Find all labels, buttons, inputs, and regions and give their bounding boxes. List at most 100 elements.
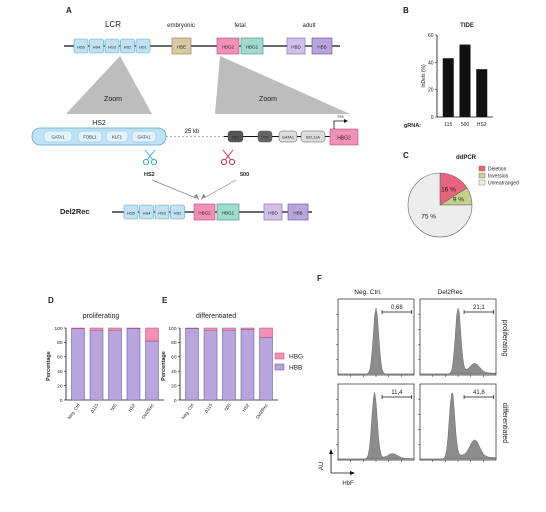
panel-label-d: D bbox=[48, 296, 54, 305]
hbg2-box bbox=[216, 37, 240, 55]
pie-slice-label-unrearranged: 75 % bbox=[421, 213, 436, 220]
del2rec-hbd-box bbox=[263, 203, 283, 221]
legend-swatch-unrearranged bbox=[478, 179, 486, 186]
promoter-motif-label-2: GATA1 bbox=[282, 135, 294, 139]
prolif-x-tick-label: Del2Rec bbox=[141, 402, 155, 420]
promoter-hbg2-label: HBG2 bbox=[337, 136, 351, 142]
tide-x-tick-label: HS2 bbox=[477, 122, 487, 128]
lcr-label-hs2: HS2 bbox=[124, 44, 133, 49]
legend-swatch-deletion bbox=[478, 165, 486, 172]
del2rec-hbg1-box bbox=[216, 203, 240, 221]
legend-hbb-swatch bbox=[274, 363, 285, 371]
del2rec-hbg1-label: HBG1 bbox=[222, 211, 235, 216]
tide-y-tick-label: 20 bbox=[428, 88, 434, 94]
legend-hbb-label: HBB bbox=[289, 365, 302, 372]
lcr-label-hs3: HS3 bbox=[108, 44, 117, 49]
lcr-box-hs2 bbox=[120, 38, 135, 54]
diff-bar-hbb-4 bbox=[259, 337, 273, 401]
panel-c-title: ddPCR bbox=[456, 155, 477, 161]
panel-c: C ddPCR 16 %9 %75 % DeletionInversionUnr… bbox=[403, 151, 519, 238]
legend-label-inversion: Inversion bbox=[488, 174, 509, 180]
tss-arrow bbox=[333, 120, 344, 129]
scissors-icon-hs2 bbox=[142, 149, 158, 166]
prolif-x-tick-label: Δ115 bbox=[89, 402, 99, 414]
flow-histogram-0 bbox=[338, 307, 414, 375]
lcr-label-hs1: HS1 bbox=[139, 44, 148, 49]
diff-x-tick-label: 500 bbox=[223, 402, 232, 411]
fetal-label: fetal bbox=[234, 23, 245, 29]
del2rec-label: Del2Rec bbox=[60, 207, 90, 216]
panel-label-f: F bbox=[317, 274, 322, 283]
au-axis-label: AU bbox=[319, 462, 325, 470]
tide-bar-500 bbox=[459, 44, 471, 117]
tss-label: TSS bbox=[337, 115, 344, 119]
prolif-bar-hbb-3 bbox=[126, 328, 141, 401]
flow-col-label-negctrl: Neg. Ctrl. bbox=[354, 289, 382, 296]
prolif-y-tick-label: 20 bbox=[57, 383, 63, 389]
diff-y-tick-label: 100 bbox=[168, 326, 176, 332]
diff-bar-hbb-3 bbox=[240, 329, 255, 401]
hbf-arrowhead bbox=[350, 471, 355, 475]
diff-bar-hbg-1 bbox=[203, 327, 218, 331]
cut-site-500-label: 500 bbox=[240, 172, 249, 178]
promoter-motif-label-0: NF1 bbox=[232, 135, 239, 139]
flow-gate-value-2: 11,4 bbox=[391, 390, 403, 396]
prolif-x-tick-label: HS2 bbox=[127, 402, 136, 412]
pie-slice-label-deletion: 16 % bbox=[441, 187, 456, 194]
hs2-motif-label-3: GATA1 bbox=[137, 135, 151, 140]
hbe-label: HBE bbox=[177, 45, 186, 50]
distance-label: 25 kb bbox=[185, 129, 200, 135]
hbe-box bbox=[171, 37, 192, 55]
cut-site-hs2-label: HS2 bbox=[144, 172, 155, 178]
prolif-bar-hbg-0 bbox=[71, 327, 85, 329]
del2rec-hbg2-label: HBG2 bbox=[198, 211, 211, 216]
hs2-zoom-title: HS2 bbox=[92, 120, 106, 127]
panel-label-c: C bbox=[403, 151, 409, 160]
panel-label-b: B bbox=[403, 6, 409, 15]
prolif-y-tick-label: 100 bbox=[54, 326, 62, 332]
del2rec-lcr-box-hs2 bbox=[170, 204, 185, 220]
panel-b-xlabel-prefix: gRNA: bbox=[404, 123, 421, 129]
tide-x-tick-label: 115 bbox=[444, 122, 452, 128]
panel-e-ylabel: Percentage bbox=[161, 351, 167, 381]
zoom-triangle-left bbox=[66, 56, 152, 114]
prolif-bar-hbb-1 bbox=[89, 329, 104, 401]
del2rec-hbb-label: HBB bbox=[293, 211, 302, 216]
flow-gate-value-1: 21,1 bbox=[473, 305, 485, 311]
hbg1-box bbox=[240, 37, 264, 55]
hbb-box bbox=[311, 37, 333, 55]
panel-e: E differentiated Percentage 020406080100… bbox=[161, 296, 278, 420]
flow-row-label-proliferating: proliferating bbox=[501, 320, 508, 357]
ddpcr-pie-chart: 16 %9 %75 % bbox=[407, 172, 473, 238]
del2rec-lcr-box-hs3 bbox=[154, 204, 170, 220]
hbf-axis-label: HbF bbox=[342, 481, 354, 487]
diff-y-tick-label: 0 bbox=[174, 398, 177, 404]
legend-hbg-swatch bbox=[274, 352, 285, 360]
diff-x-tick-label: Δ115 bbox=[203, 402, 213, 414]
flow-row-label-differentiated: differentiated bbox=[501, 403, 508, 443]
del2rec-hbd-label: HBD bbox=[268, 211, 278, 216]
zoom-label-left: Zoom bbox=[104, 96, 122, 103]
legend-label-deletion: Deletion bbox=[488, 167, 507, 173]
del2rec-lcr-label-hs5: HS5 bbox=[127, 210, 136, 215]
lcr-label-hs4: HS4 bbox=[93, 44, 102, 49]
hbg1-label: HBG1 bbox=[246, 45, 259, 50]
zoom-label-right: Zoom bbox=[259, 96, 277, 103]
del2rec-hbg2-box bbox=[193, 203, 216, 221]
diff-y-tick-label: 40 bbox=[171, 369, 177, 375]
del2rec-lcr-label-hs3: HS3 bbox=[158, 210, 167, 215]
tide-y-tick-label: 60 bbox=[428, 33, 434, 39]
panel-b-title: TIDE bbox=[460, 23, 474, 29]
tss-arrowhead bbox=[344, 119, 348, 123]
prolif-bar-hbg-1 bbox=[89, 327, 104, 331]
lcr-label: LCR bbox=[105, 20, 121, 29]
tide-bar-hs2 bbox=[476, 69, 488, 117]
panel-label-a: A bbox=[66, 6, 72, 15]
diff-bar-hbg-4 bbox=[259, 327, 273, 338]
diff-y-tick-label: 60 bbox=[171, 355, 177, 361]
arrowhead-left bbox=[194, 194, 199, 200]
del2rec-lcr-label-hs4: HS4 bbox=[143, 210, 152, 215]
